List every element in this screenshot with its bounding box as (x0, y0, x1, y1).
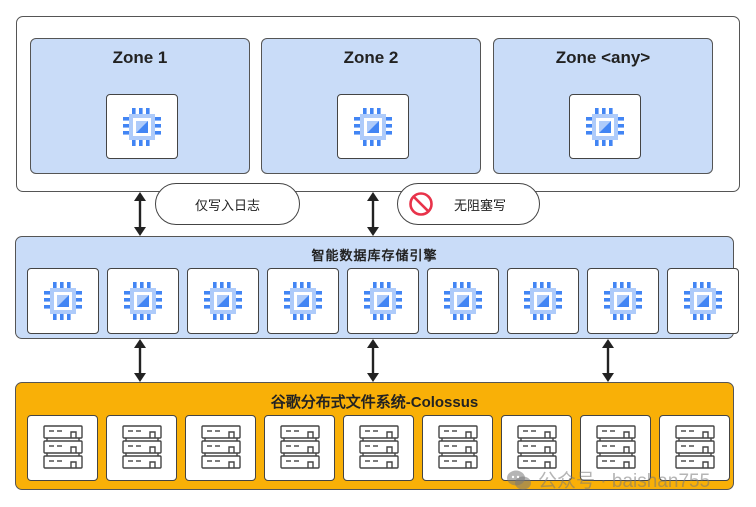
cpu-chip-icon (354, 107, 392, 146)
server-rack-icon (595, 425, 636, 469)
server-rack-icon (516, 425, 557, 469)
no-entry-icon (409, 192, 433, 216)
cpu-chip-icon (444, 282, 482, 320)
zone-compute-node (106, 94, 178, 159)
cpu-chip-icon (123, 107, 161, 146)
storage-node-row (27, 415, 730, 481)
cpu-chip-icon (684, 282, 722, 320)
cpu-chip-icon (586, 107, 624, 146)
zone-any: Zone <any> (493, 38, 713, 174)
compute-node (107, 268, 179, 334)
storage-node (580, 415, 651, 481)
log-only-write-pill: 仅写入日志 (155, 183, 300, 225)
non-blocking-write-pill: 无阻塞写 (397, 183, 540, 225)
zone-compute-node (569, 94, 641, 159)
storage-node (659, 415, 730, 481)
cpu-chip-icon (284, 282, 322, 320)
storage-node (422, 415, 493, 481)
zone-2: Zone 2 (261, 38, 481, 174)
storage-node (343, 415, 414, 481)
storage-node (106, 415, 177, 481)
storage-node (264, 415, 335, 481)
pill-label: 仅写入日志 (194, 198, 260, 214)
server-rack-icon (200, 425, 241, 469)
cpu-chip-icon (204, 282, 242, 320)
pill-label: 无阻塞写 (454, 198, 507, 214)
compute-node (507, 268, 579, 334)
storage-node (501, 415, 572, 481)
zone-1: Zone 1 (30, 38, 250, 174)
server-rack-icon (121, 425, 162, 469)
server-rack-icon (42, 425, 83, 469)
compute-node (187, 268, 259, 334)
layer-title: 谷歌分布式文件系统-Colossus (270, 394, 479, 411)
bidirectional-arrow-icon (134, 192, 146, 236)
compute-node (267, 268, 339, 334)
layer-title: 智能数据库存储引擎 (311, 248, 438, 263)
compute-node (667, 268, 739, 334)
storage-node (185, 415, 256, 481)
server-rack-icon (279, 425, 320, 469)
server-rack-icon (674, 425, 715, 469)
compute-node (427, 268, 499, 334)
storage-node (27, 415, 98, 481)
cpu-chip-icon (604, 282, 642, 320)
cpu-chip-icon (364, 282, 402, 320)
bidirectional-arrow-icon (367, 339, 379, 382)
zone-title: Zone <any> (555, 48, 651, 67)
bidirectional-arrow-icon (602, 339, 614, 382)
wechat-icon (507, 470, 531, 489)
cpu-chip-icon (524, 282, 562, 320)
cpu-chip-icon (44, 282, 82, 320)
storage-engine-layer: 智能数据库存储引擎 (15, 236, 739, 339)
bidirectional-arrow-icon (367, 192, 379, 236)
compute-node (587, 268, 659, 334)
colossus-storage-layer: 谷歌分布式文件系统-Colossus (15, 382, 734, 490)
zone-title: Zone 1 (112, 48, 168, 67)
compute-node (347, 268, 419, 334)
cpu-chip-icon (124, 282, 162, 320)
server-rack-icon (358, 425, 399, 469)
server-rack-icon (437, 425, 478, 469)
compute-node-row (27, 268, 739, 334)
compute-node (27, 268, 99, 334)
watermark: 公众号 · baishan755 (506, 466, 710, 493)
watermark-text: 公众号 · baishan755 (538, 471, 711, 492)
bidirectional-arrow-icon (134, 339, 146, 382)
zone-compute-node (337, 94, 409, 159)
zone-title: Zone 2 (343, 48, 399, 67)
